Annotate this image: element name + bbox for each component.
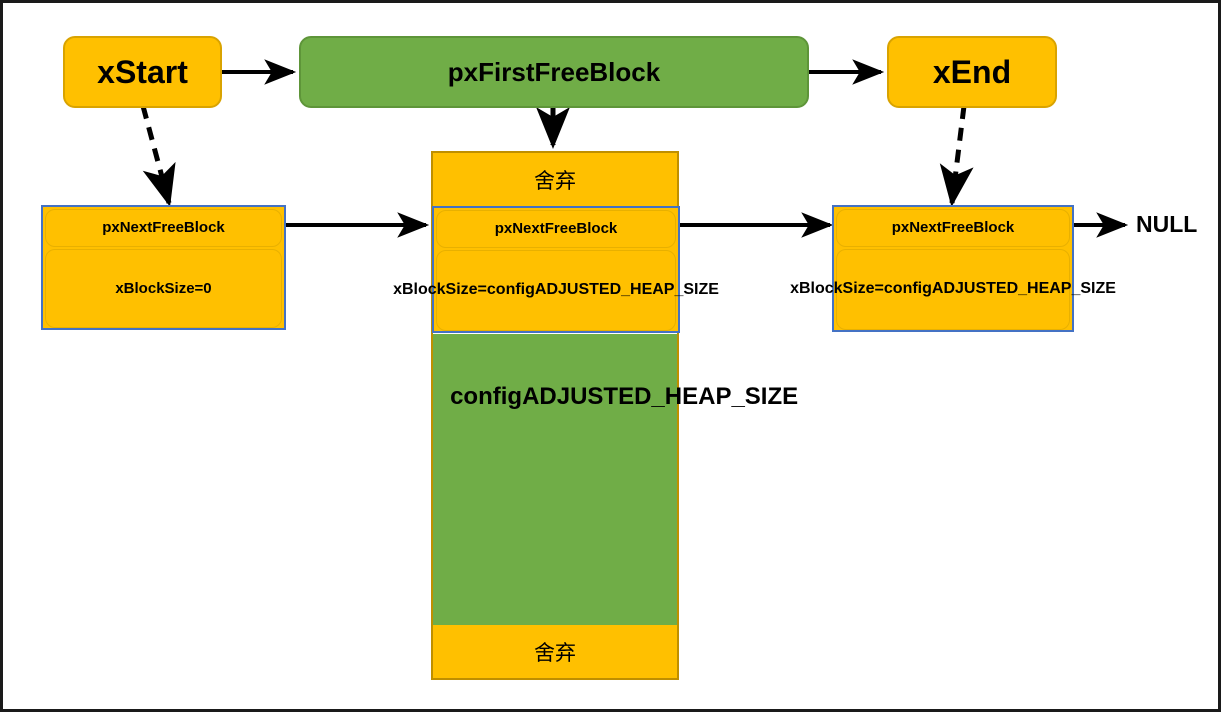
node-pxfirstfreeblock-label: pxFirstFreeBlock <box>447 56 661 87</box>
arrow-xend-to-right-struct <box>939 105 974 207</box>
memory-bottom-discard-label: 舍弃 <box>534 641 576 665</box>
struct-middle-next-field: pxNextFreeBlock <box>436 210 676 248</box>
node-xend-label: xEnd <box>932 53 1012 90</box>
node-pxfirstfreeblock[interactable]: pxFirstFreeBlock <box>299 36 809 108</box>
struct-left-size-field-label: xBlockSize=0 <box>115 279 212 297</box>
struct-right-next-field-label: pxNextFreeBlock <box>891 219 1015 237</box>
memory-top-discard-label: 舍弃 <box>534 170 576 193</box>
struct-right-size-field: xBlockSize=configADJUSTED_HEAP_SIZE <box>790 249 1116 330</box>
memory-heap-region: configADJUSTED_HEAP_SIZE <box>433 334 799 625</box>
struct-left-next-field: pxNextFreeBlock <box>45 209 282 247</box>
node-xend[interactable]: xEnd <box>887 36 1057 108</box>
null-label: NULL <box>1136 211 1197 238</box>
struct-right-next-field: pxNextFreeBlock <box>836 209 1070 247</box>
memory-bottom-discard-band: 舍弃 <box>433 625 677 678</box>
struct-middle-next-field-label: pxNextFreeBlock <box>494 220 618 238</box>
struct-block-firstfree[interactable]: pxNextFreeBlock xBlockSize=configADJUSTE… <box>393 206 719 333</box>
struct-right-size-field-label: xBlockSize=configADJUSTED_HEAP_SIZE <box>790 280 1116 298</box>
struct-left-size-field: xBlockSize=0 <box>45 249 282 328</box>
struct-middle-size-field: xBlockSize=configADJUSTED_HEAP_SIZE <box>393 250 719 331</box>
struct-middle-size-field-label: xBlockSize=configADJUSTED_HEAP_SIZE <box>393 281 719 299</box>
struct-block-xstart[interactable]: pxNextFreeBlock xBlockSize=0 <box>41 205 286 330</box>
node-xstart-label: xStart <box>97 53 188 90</box>
struct-block-xend[interactable]: pxNextFreeBlock xBlockSize=configADJUSTE… <box>790 205 1116 332</box>
struct-left-next-field-label: pxNextFreeBlock <box>102 219 225 237</box>
memory-heap-region-label: configADJUSTED_HEAP_SIZE <box>450 383 799 410</box>
memory-top-discard-band: 舍弃 <box>433 153 677 207</box>
node-xstart[interactable]: xStart <box>63 36 222 108</box>
null-label-text: NULL <box>1136 211 1198 237</box>
memory-column: 舍弃 pxNextFreeBlock xBlockSize=configADJU… <box>393 151 799 680</box>
arrow-xstart-to-left-struct <box>140 105 176 207</box>
